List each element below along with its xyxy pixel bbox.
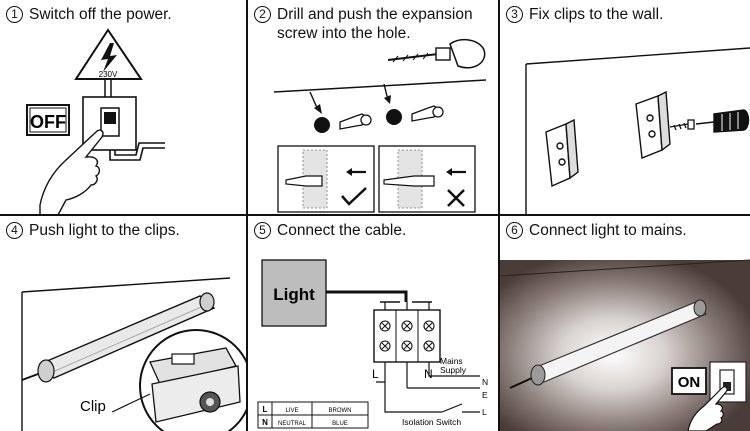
- step-1-text: Switch off the power.: [29, 6, 172, 23]
- wire-table-cell: LIVE: [285, 408, 298, 414]
- step-1-illustration: 230V OFF: [26, 28, 165, 215]
- step-3-header: 3 Fix clips to the wall.: [506, 5, 663, 24]
- step-6-illustration: ON: [500, 216, 750, 431]
- light-label: Light: [273, 285, 315, 304]
- step-2-panel: 2 Drill and push the expansion screw int…: [248, 0, 499, 215]
- terminal-live-label: L: [372, 367, 379, 381]
- correct-insertion-box: [277, 145, 375, 213]
- pointing-hand-icon: [39, 129, 104, 215]
- step-1-panel: 1 Switch off the power. 230V: [0, 0, 247, 215]
- step-4-panel: 4 Push light to the clips.: [0, 216, 247, 431]
- isolation-switch-contact: [441, 403, 463, 413]
- pointing-hand-icon: [687, 386, 728, 431]
- step-1-header: 1 Switch off the power.: [6, 5, 172, 24]
- step-5-wiring-diagram: Light L N: [257, 259, 488, 429]
- step-6-text: Connect light to mains.: [529, 222, 687, 239]
- step-2-illustration: [273, 38, 487, 213]
- wire-table-cell: L: [263, 405, 268, 414]
- step-2-header: 2 Drill and push the expansion screw int…: [254, 5, 473, 43]
- mains-line-e: E: [482, 390, 488, 400]
- mains-label-line-2: Supply: [440, 365, 467, 375]
- terminal-neutral-label: N: [424, 367, 433, 381]
- mains-line-n: N: [482, 377, 488, 387]
- step-4-illustration: Clip: [21, 277, 247, 431]
- step-2-text: Drill and push the expansion screw into …: [277, 5, 473, 43]
- step-6-number: 6: [506, 222, 523, 239]
- step-5-panel: 5 Connect the cable. Light: [248, 216, 499, 431]
- off-label: OFF: [30, 112, 66, 132]
- wire-table-cell: BLUE: [332, 421, 348, 427]
- cross-mark-icon: [447, 189, 465, 207]
- wrong-insertion-box: [378, 145, 476, 213]
- drilled-hole-icon: [314, 109, 402, 133]
- wire-table-cell: N: [262, 418, 268, 427]
- step-4-number: 4: [6, 222, 23, 239]
- clip-detail-zoom: [139, 329, 247, 431]
- mounting-clip-icon-2: [635, 90, 671, 159]
- screwdriver-icon: [695, 109, 750, 133]
- clip-callout-label: Clip: [80, 398, 106, 415]
- step-2-text-line-1: Drill and push the expansion: [277, 6, 473, 23]
- mains-line-l: L: [482, 407, 487, 417]
- wire-colour-table: L LIVE BROWN N NEUTRAL BLUE: [257, 401, 369, 429]
- drill-icon: [387, 38, 486, 69]
- check-mark-icon: [341, 187, 367, 206]
- step-5-text: Connect the cable.: [277, 222, 407, 239]
- step-2-text-line-2: screw into the hole.: [277, 25, 411, 42]
- high-voltage-warning-icon: 230V: [74, 28, 143, 80]
- step-6-header: 6 Connect light to mains.: [506, 221, 687, 240]
- step-5-header: 5 Connect the cable.: [254, 221, 406, 240]
- led-batten-light-icon: [21, 292, 216, 383]
- step-5-number: 5: [254, 222, 271, 239]
- step-3-text: Fix clips to the wall.: [529, 6, 664, 23]
- on-label-badge: ON: [671, 367, 707, 395]
- step-4-text: Push light to the clips.: [29, 222, 180, 239]
- mounting-clip-icon: [545, 118, 579, 188]
- step-3-illustration: [525, 47, 750, 215]
- screw-icon: [669, 119, 695, 131]
- light-box: Light: [261, 259, 327, 327]
- mains-label-line-1: Mains: [440, 356, 463, 366]
- wire-table-cell: NEUTRAL: [278, 421, 307, 427]
- off-label-badge: OFF: [26, 104, 70, 136]
- on-label: ON: [678, 374, 701, 391]
- step-4-header: 4 Push light to the clips.: [6, 221, 180, 240]
- expansion-plug-icon: [339, 105, 444, 130]
- step-3-panel: 3 Fix clips to the wall.: [500, 0, 750, 215]
- lit-led-batten-icon: [509, 299, 707, 389]
- step-3-number: 3: [506, 6, 523, 23]
- isolation-switch-label: Isolation Switch: [402, 417, 461, 427]
- step-1-number: 1: [6, 6, 23, 23]
- wire-table-cell: BROWN: [329, 408, 352, 414]
- terminal-block-icon: [373, 301, 441, 363]
- divider-horizontal: [0, 214, 750, 216]
- step-2-number: 2: [254, 6, 271, 23]
- step-6-panel: ON 6 Connect light to mains.: [500, 216, 750, 431]
- voltage-label: 230V: [99, 70, 118, 79]
